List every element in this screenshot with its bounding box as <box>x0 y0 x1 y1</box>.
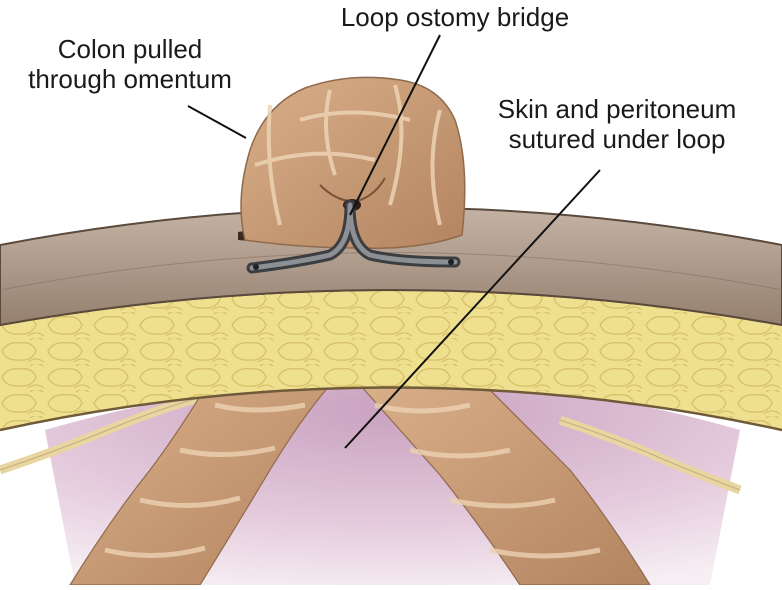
label-bridge-line1: Loop ostomy bridge <box>340 2 570 32</box>
label-colon-line2: through omentum <box>28 64 232 94</box>
skin-layer-line <box>0 252 782 291</box>
ostomy-bridge-rod-highlight <box>249 202 458 271</box>
label-skin-line1: Skin and peritoneum <box>497 94 737 124</box>
bowel-limb-left-haustra <box>104 402 306 559</box>
bowel-limb-right-haustra <box>374 402 601 559</box>
leader-line-skin <box>344 169 601 449</box>
ostomy-bridge-end-left <box>253 264 259 270</box>
label-colon-line1: Colon pulled <box>57 34 203 64</box>
fat-layer-bottom-edge <box>0 386 782 432</box>
colon-loop-center-crease <box>319 177 386 202</box>
omentum-strand-left-outline <box>0 394 211 471</box>
label-colon-pulled-through-omentum: Colon pulled through omentum <box>0 34 260 94</box>
label-skin-and-peritoneum: Skin and peritoneum sutured under loop <box>452 94 782 154</box>
fat-layer-cells <box>0 290 782 430</box>
label-loop-ostomy-bridge: Loop ostomy bridge <box>290 2 620 32</box>
leader-line-colon <box>187 105 247 139</box>
colon-loop-haustra <box>254 84 442 226</box>
ostomy-bridge-end-right <box>448 259 454 265</box>
label-skin-line2: sutured under loop <box>508 124 726 154</box>
omentum-strand-right-outline <box>559 419 741 491</box>
leader-line-bridge <box>349 34 441 216</box>
